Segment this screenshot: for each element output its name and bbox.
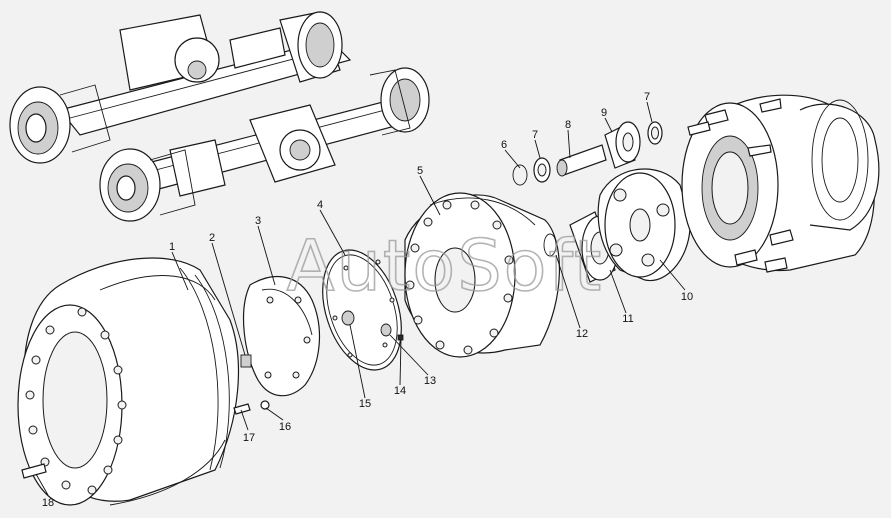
leader-lines [35, 101, 686, 496]
rear-axle-assembly-upper [9, 11, 352, 164]
callout-numbers: 1 2 3 4 5 6 7 8 9 7 10 11 12 13 14 15 16… [42, 91, 693, 509]
callout-9: 9 [601, 107, 607, 119]
callout-14: 14 [394, 385, 406, 397]
bolt-18 [21, 463, 47, 479]
gasket [322, 249, 402, 371]
callout-18: 18 [42, 497, 54, 509]
screw-14 [397, 334, 404, 341]
bolt-17 [233, 403, 251, 415]
plug-15 [341, 310, 355, 326]
callout-12: 12 [576, 328, 588, 340]
callout-16: 16 [279, 421, 291, 433]
callout-5: 5 [417, 165, 423, 177]
hub-cover [242, 276, 321, 397]
washer-7-left [533, 157, 551, 183]
plug-13 [380, 323, 392, 337]
brake-drum [17, 257, 240, 506]
callout-7b: 7 [644, 91, 650, 103]
callout-1: 1 [169, 241, 175, 253]
planet-carrier [597, 168, 691, 282]
hub-housing [404, 192, 560, 358]
callout-10: 10 [681, 291, 693, 303]
callout-11: 11 [622, 313, 633, 325]
callout-8: 8 [565, 119, 571, 131]
satellite-gear-9 [604, 121, 641, 169]
callout-17: 17 [243, 432, 255, 444]
callout-13: 13 [424, 375, 436, 387]
sun-gear-shaft [556, 144, 607, 177]
callout-6: 6 [501, 139, 507, 151]
ring-12 [543, 233, 557, 257]
callout-7a: 7 [532, 129, 538, 141]
washer-16 [260, 400, 270, 410]
nut-2 [240, 354, 252, 368]
rear-axle-assembly-lower [99, 67, 430, 222]
callout-3: 3 [255, 215, 261, 227]
watermark-text: AutoSoft [287, 225, 604, 307]
snap-ring-6 [512, 164, 528, 186]
wheel-hub [681, 94, 880, 273]
callout-4: 4 [317, 199, 323, 211]
callout-15: 15 [359, 398, 371, 410]
washer-7-right [647, 121, 663, 145]
callout-2: 2 [209, 232, 215, 244]
